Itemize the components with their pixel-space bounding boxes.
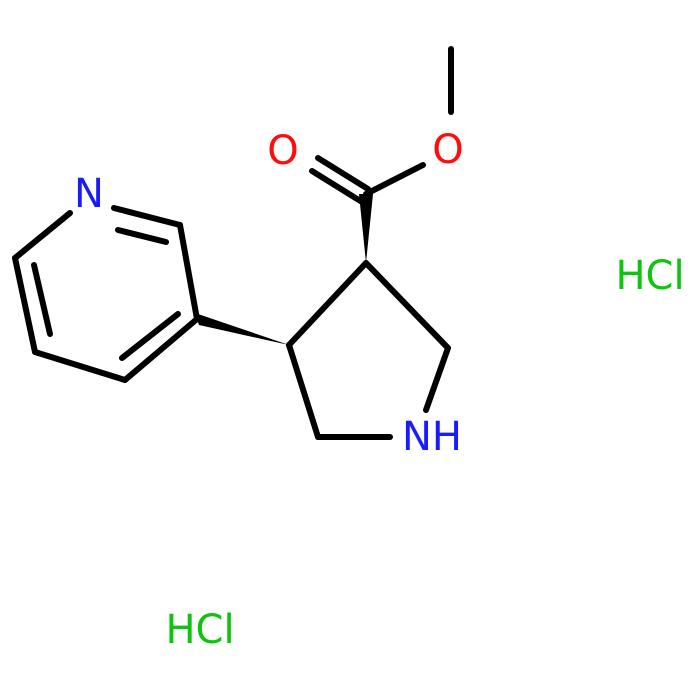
wedge-bond-ester <box>359 194 373 263</box>
salt-layer: HCl HCl <box>165 253 684 653</box>
atom-label-layer: N O O NH <box>74 127 464 460</box>
bond-c3-c4-double <box>119 311 181 361</box>
hydrochloride-label-1: HCl <box>615 253 684 299</box>
pyridine-nitrogen-label: N <box>74 171 104 217</box>
ester-oxygen-label: O <box>432 127 463 173</box>
bond-c6-n <box>12 210 73 261</box>
bond-c2-n-ring <box>423 345 451 413</box>
bond-n-c2-double <box>115 227 169 245</box>
bond-c5-c4-ring <box>286 342 321 440</box>
bond-c5-c6 <box>12 255 38 355</box>
bond-c4-c3-ring <box>286 260 369 348</box>
bond-c3-c4 <box>122 316 200 383</box>
wedge-bond-pyridyl <box>195 313 289 345</box>
bond-c2-c3 <box>177 222 200 322</box>
bond-c3-c2-ring <box>363 260 451 351</box>
bond-carbonyl-double-b <box>309 168 365 205</box>
pyrrolidine-nh-label: NH <box>402 414 462 460</box>
bond-layer <box>12 46 454 440</box>
carbonyl-oxygen-label: O <box>267 128 298 174</box>
bond-ester-single <box>363 162 426 197</box>
bond-c4-c5 <box>32 349 128 383</box>
hydrochloride-label-2: HCl <box>165 607 234 653</box>
bond-c5-c6-double <box>31 262 53 337</box>
bond-n-c2 <box>111 205 183 228</box>
bond-carbonyl-double-a <box>315 155 371 192</box>
